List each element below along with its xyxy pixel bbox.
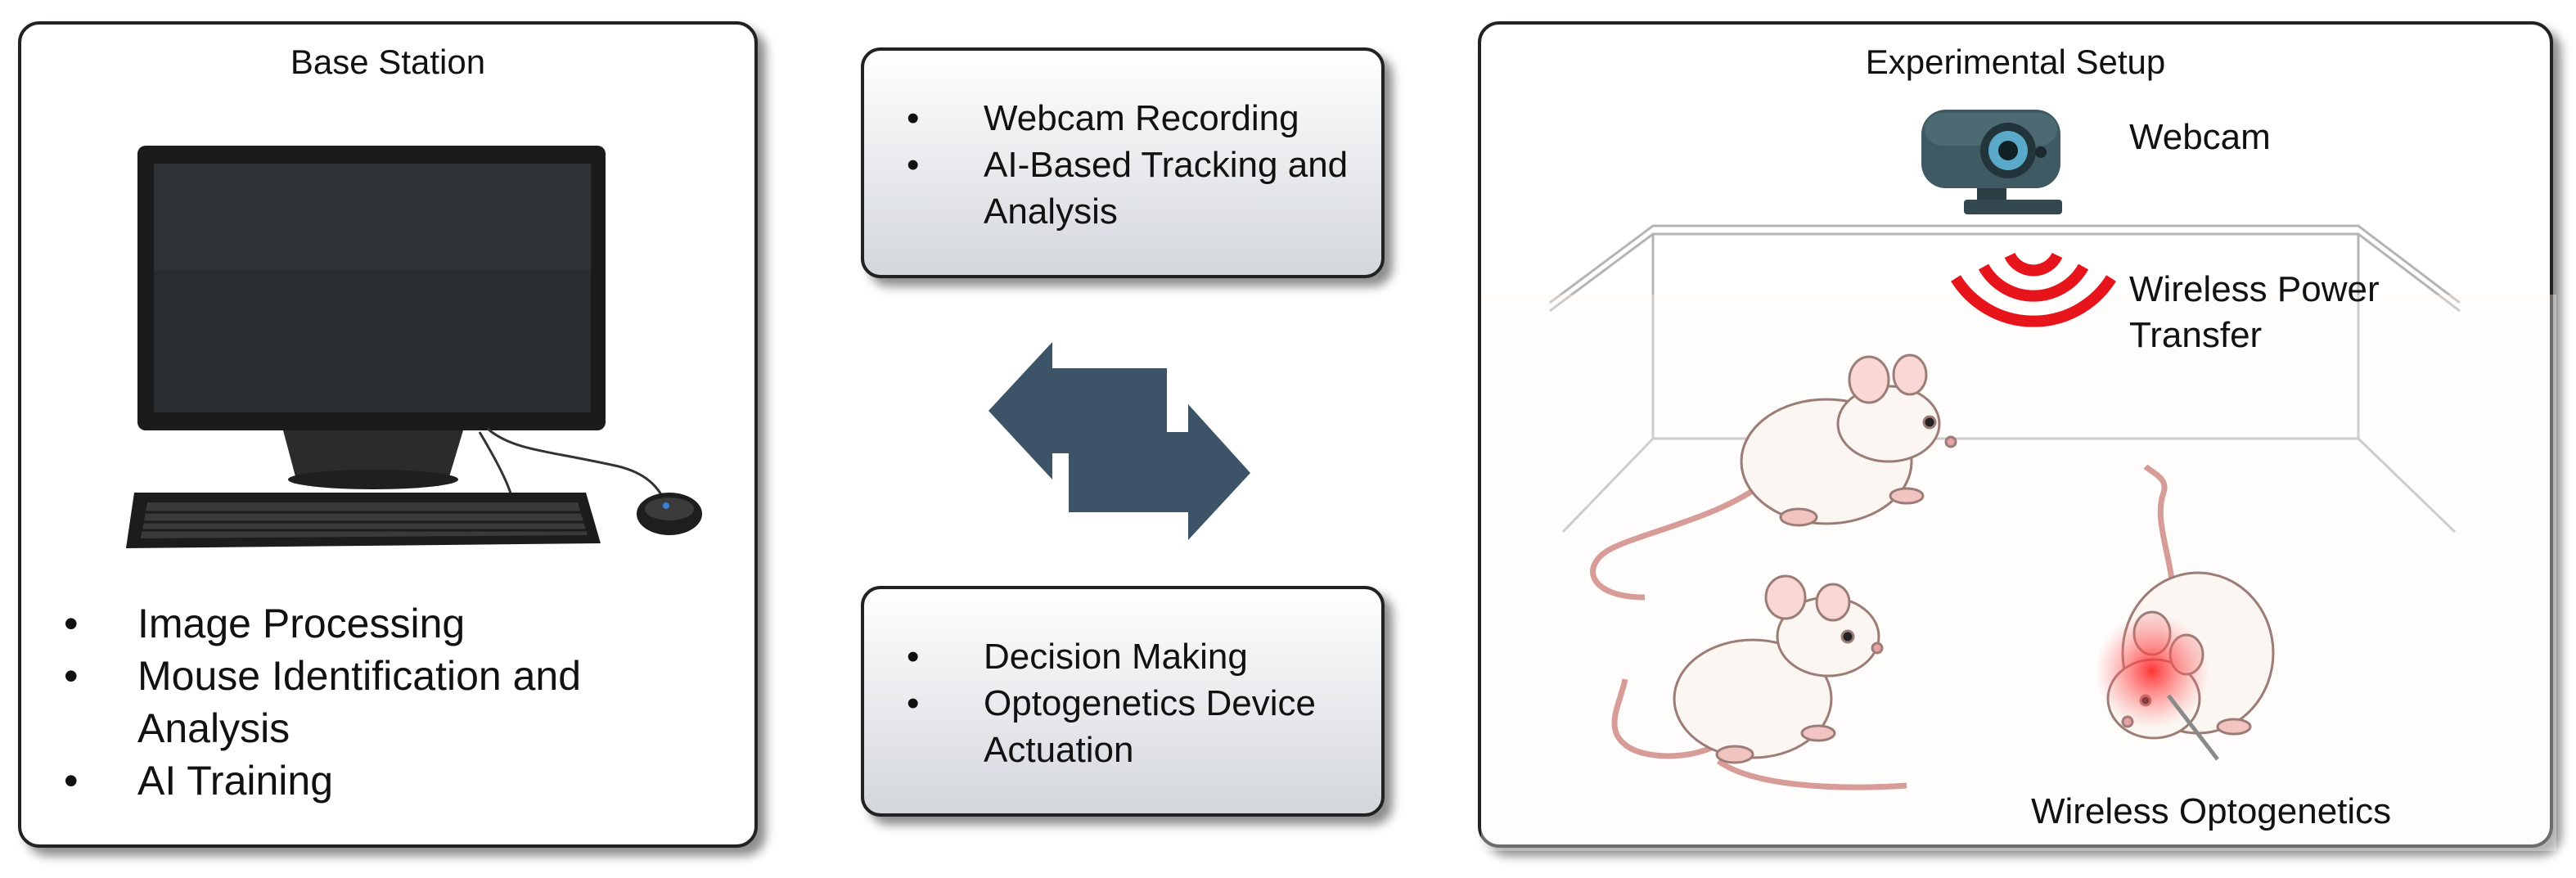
arrow-left-icon: [989, 342, 1167, 480]
wireless-power-transfer-label: Wireless Power Transfer: [2129, 269, 2380, 355]
experimental-arena-illustration: [1481, 110, 2556, 851]
lab-mouse-2: [1611, 574, 1907, 790]
base-station-bullet-list: •Image Processing •Mouse Identification …: [64, 597, 735, 807]
monitor-icon: [137, 146, 606, 489]
control-info-box: •Decision Making •Optogenetics Device Ac…: [861, 586, 1385, 817]
list-item: •AI-Based Tracking and Analysis: [907, 145, 1349, 232]
processing-info-box: •Webcam Recording •AI-Based Tracking and…: [861, 47, 1385, 278]
list-item: •Mouse Identification and Analysis: [64, 653, 582, 751]
experimental-setup-panel: Experimental Setup: [1478, 21, 2556, 851]
wireless-signal-icon: [1951, 252, 2116, 327]
webcam-label: Webcam: [2129, 117, 2271, 157]
optogenetic-light-glow: [2095, 614, 2209, 728]
base-station-panel: Base Station •: [18, 21, 758, 848]
base-station-title: Base Station: [290, 43, 486, 81]
arrow-right-icon: [1069, 404, 1250, 540]
list-item: •Image Processing: [64, 601, 466, 646]
list-item: •Optogenetics Device Actuation: [907, 683, 1316, 770]
control-bullet-list: •Decision Making •Optogenetics Device Ac…: [907, 633, 1365, 773]
wireless-optogenetics-label: Wireless Optogenetics: [2031, 791, 2392, 831]
experimental-setup-title: Experimental Setup: [1865, 43, 2166, 81]
webcam-icon: [1921, 110, 2062, 214]
computer-mouse-icon: [637, 493, 702, 535]
lab-mouse-1: [1590, 353, 1957, 601]
list-item: •AI Training: [64, 758, 334, 804]
list-item: •Webcam Recording: [907, 98, 1299, 138]
computer-illustration: [126, 146, 702, 548]
list-item: •Decision Making: [907, 637, 1248, 677]
keyboard-icon: [126, 493, 601, 548]
optogenetic-fiber: [2167, 694, 2219, 761]
processing-bullet-list: •Webcam Recording •AI-Based Tracking and…: [907, 95, 1365, 235]
